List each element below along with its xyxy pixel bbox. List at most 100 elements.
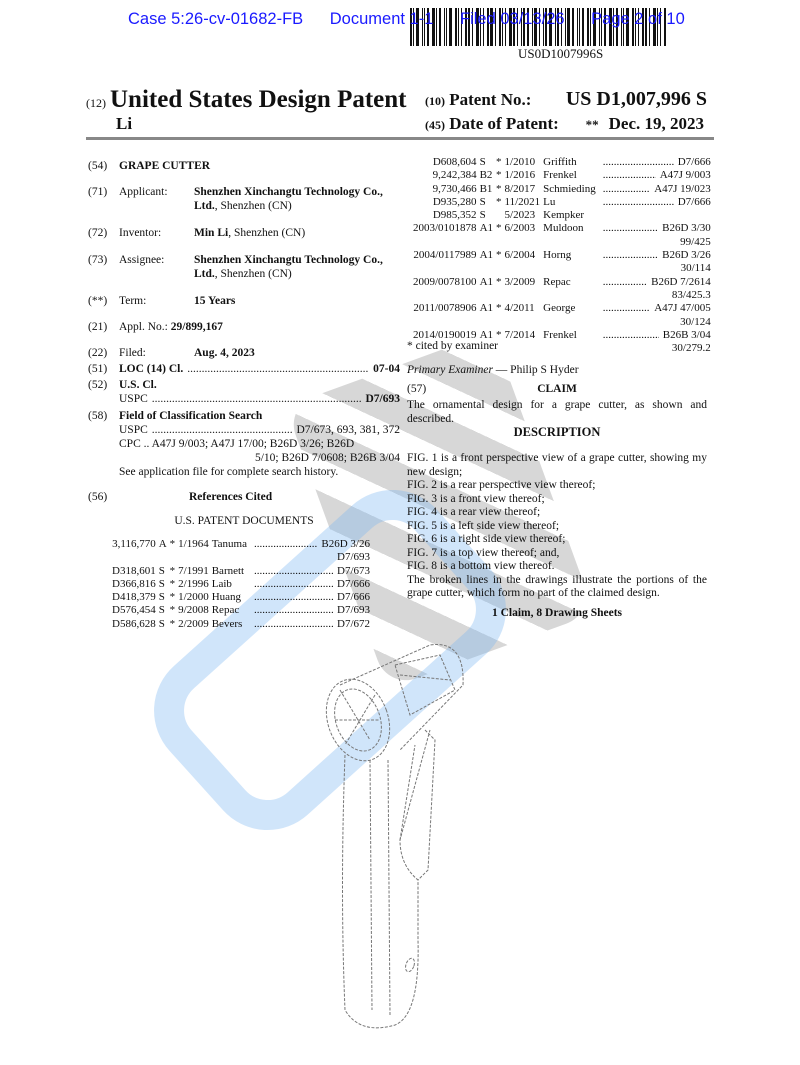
date: 2/2009 (178, 617, 209, 630)
marker: ** (585, 117, 599, 132)
doc-number: 2014/0190019 (413, 328, 477, 341)
barcode-bar (649, 8, 650, 46)
barcode-bar (476, 8, 479, 46)
barcode-number: US0D1007996S (518, 46, 604, 61)
class-primary: B26D 3/26 (662, 249, 711, 262)
code: (71) (88, 186, 108, 198)
barcode (410, 8, 736, 46)
description-line: FIG. 1 is a front perspective view of a … (407, 452, 707, 478)
code: (**) (88, 295, 108, 307)
label: U.S. Cl. (119, 379, 157, 391)
field-classification-search: (58)Field of Classification Search USPCD… (88, 409, 400, 479)
cpc: CPC .. A47J 9/003; A47J 17/00; B26D 3/26… (119, 438, 355, 450)
barcode-bar (436, 8, 437, 46)
kind: S (479, 195, 486, 208)
cited-flag: * (496, 302, 502, 315)
class-primary: B26B 3/04 (662, 328, 711, 341)
barcode-bar (638, 8, 639, 46)
date: 6/2004 (504, 249, 536, 262)
class-primary: A47J 9/003 (659, 169, 711, 182)
cited-flag: * (496, 169, 502, 182)
doc-number: D608,604 (432, 156, 477, 168)
description-line: FIG. 5 is a left side view thereof; (407, 519, 560, 532)
filed-date: Filed 03/13/26 (460, 10, 565, 28)
cpc: 5/10; B26D 7/0608; B26B 3/04 (254, 452, 400, 464)
inventor: Kempker (543, 209, 585, 222)
cited-flag (496, 209, 505, 222)
class-secondary: 30/114 (680, 262, 711, 275)
doc-number: 9,242,384 (432, 169, 477, 182)
doc-number: 2009/0078100 (413, 275, 477, 288)
title: References Cited (189, 491, 273, 503)
label: USPC (119, 393, 148, 405)
barcode-bar (645, 8, 647, 46)
field-inventor: (72)Inventor:Min Li, Shenzhen (CN) (88, 226, 400, 240)
barcode-bar (555, 8, 556, 46)
value: Aug. 4, 2023 (194, 347, 255, 359)
patent-number: US D1,007,996 S (565, 88, 707, 110)
claim-heading: (57)CLAIM (407, 383, 707, 397)
class-primary: D7/666 (337, 577, 370, 590)
field-appl-no: (21)Appl. No.: 29/899,167 (88, 320, 400, 334)
class-secondary: 99/425 (680, 235, 711, 248)
date: 1/1964 (178, 538, 209, 550)
date: 7/2014 (504, 328, 536, 341)
barcode-bar (461, 8, 462, 46)
label: Filed: (119, 347, 146, 359)
barcode-bar (653, 8, 656, 46)
inventor-surname: Li (116, 114, 133, 133)
inventor: Laib (211, 577, 232, 590)
inventor: Muldoon (543, 222, 584, 235)
barcode-bar (561, 8, 562, 46)
doc-number: 3,116,770 (112, 538, 156, 550)
value: GRAPE CUTTER (119, 160, 211, 172)
date: 11/2021 (504, 195, 541, 208)
barcode-bar (465, 8, 467, 46)
barcode-bar (557, 8, 559, 46)
classification: A47J 9/003 (599, 169, 714, 182)
classification: A47J 19/023 (599, 183, 714, 196)
barcode-bar (427, 8, 429, 46)
date: 1/2010 (504, 156, 536, 168)
barcode-bar (609, 8, 612, 46)
cited-flag: * (169, 564, 176, 577)
description-line: FIG. 2 is a rear perspective view thereo… (407, 479, 596, 491)
inventor: Lu (543, 195, 556, 208)
grape-cutter-drawing (325, 644, 464, 1029)
barcode-bar (523, 8, 525, 46)
barcode-bar (626, 8, 629, 46)
date: 5/2023 (504, 209, 536, 222)
value: Shenzhen Xinchangtu Technology Co., (194, 186, 383, 198)
kind: S (158, 591, 165, 604)
references-table-right: D608,604S*1/2010GriffithD7/6669,242,384B… (413, 156, 714, 355)
barcode-bar (517, 8, 518, 46)
cutter-body (339, 644, 464, 751)
classification: D7/672 (250, 618, 373, 631)
description-line: The broken lines in the drawings illustr… (407, 573, 707, 600)
doc-number: 9,730,466 (432, 182, 477, 195)
class-primary: B26D 3/26 (321, 538, 370, 550)
description-line: FIG. 8 is a bottom view thereof. (407, 560, 555, 572)
inventor: Huang (211, 591, 242, 604)
date: 3/2009 (504, 275, 536, 288)
inventor: Tanuma (211, 538, 247, 550)
field-filed: (22)Filed:Aug. 4, 2023 (88, 346, 400, 360)
value: — Philip S Hyder (495, 364, 579, 376)
class-primary: B26D 3/30 (662, 222, 711, 235)
description-line: FIG. 3 is a front view thereof; (407, 492, 545, 505)
location: , Shenzhen (CN) (228, 227, 306, 239)
barcode-bar (642, 8, 644, 46)
kind: A1 (479, 275, 494, 288)
field-term: (**)Term:15 Years (88, 294, 400, 308)
label: LOC (14) Cl. (119, 363, 184, 375)
doc-number: 2003/0101878 (413, 222, 477, 235)
cited-note: * cited by examiner (407, 340, 499, 352)
